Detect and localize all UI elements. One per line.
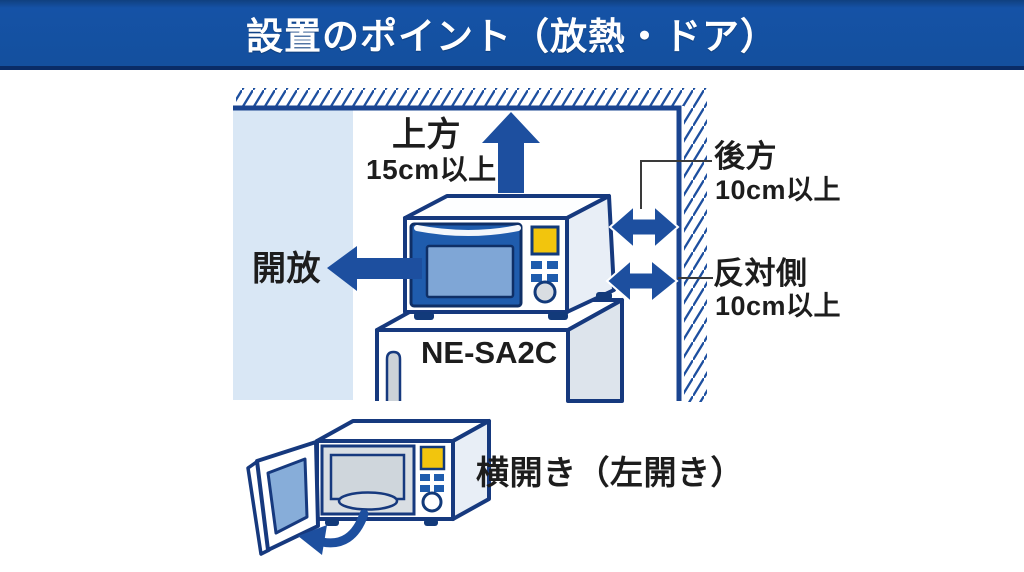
dial: [421, 491, 443, 513]
open-door-microwave-illustration: [246, 419, 491, 556]
clearance-open-label: 開放: [252, 250, 321, 288]
control-panel-small: [419, 445, 446, 513]
page-title: 設置のポイント（放熱・ドア）: [246, 16, 778, 57]
door-opening-note: 横開き（左開き）: [476, 454, 744, 491]
fridge-handle: [385, 350, 402, 401]
feet: [325, 519, 438, 526]
control-panel: [530, 225, 560, 304]
open-door-window: [266, 457, 309, 535]
open-space-area: [233, 108, 353, 400]
microwave-illustration: [403, 194, 616, 320]
refrigerator-illustration: [375, 298, 624, 403]
wall-line: [233, 105, 682, 401]
door-window: [425, 244, 515, 299]
leader-lines: [640, 160, 713, 279]
feet: [414, 292, 612, 320]
double-arrow-opposite-icon: [605, 257, 679, 305]
buttons: [531, 261, 558, 282]
clearance-rear-label: 後方: [714, 139, 777, 174]
door-handle: [414, 225, 521, 236]
up-arrow-icon: [482, 112, 540, 193]
double-arrow-rear-icon: [608, 203, 680, 251]
turntable: [337, 491, 399, 511]
rear-leader-line: [640, 160, 712, 209]
clearance-rear-value: 10cm以上: [715, 175, 842, 205]
display: [530, 225, 560, 256]
buttons: [420, 474, 444, 492]
left-arrow-icon: [327, 246, 422, 291]
ceiling-wall: [233, 88, 707, 402]
clearance-opposite-label: 反対側: [713, 256, 808, 291]
title-banner: 設置のポイント（放熱・ドア）: [0, 0, 1024, 70]
dial: [533, 280, 557, 304]
display: [419, 445, 446, 471]
clearance-top-value: 15cm以上: [366, 154, 497, 185]
wall-hatch: [684, 106, 707, 402]
clearance-opposite-value: 10cm以上: [715, 291, 842, 321]
ceiling-hatch: [236, 88, 707, 106]
model-number: NE-SA2C: [421, 335, 558, 370]
door-swing-arrow-icon: [298, 509, 369, 555]
clearance-top-label: 上方: [392, 116, 461, 154]
